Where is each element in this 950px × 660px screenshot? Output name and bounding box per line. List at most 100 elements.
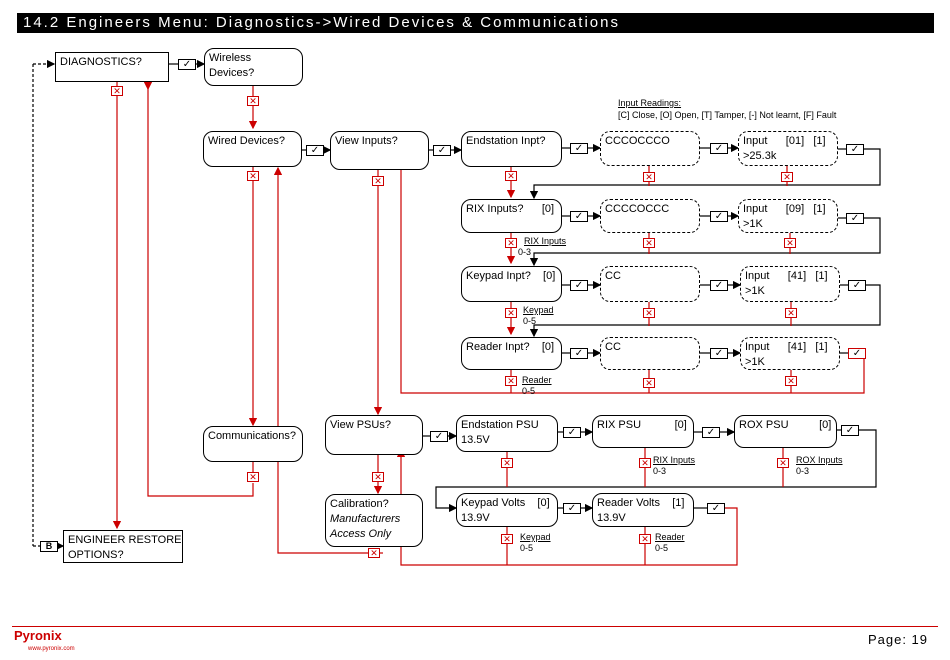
engineer-restore-box[interactable]: ENGINEER RESTORE OPTIONS? [63, 530, 183, 563]
back-button[interactable]: B [40, 541, 58, 552]
reader-inpt-box[interactable]: Reader Inpt? [0] [461, 337, 562, 370]
keypad-psu-label: Keypad [520, 532, 551, 542]
input-detail-rix: Input [09] [1] >1K [738, 199, 838, 233]
tick-icon[interactable]: ✓ [846, 213, 864, 224]
keypad-inpt-box[interactable]: Keypad Inpt? [0] [461, 266, 562, 302]
reader-range-label: Reader 0-5 [522, 375, 552, 397]
reader-range-value: 0-5 [522, 386, 536, 396]
view-inputs-box[interactable]: View Inputs? [330, 131, 429, 170]
input-detail-endstation: Input [01] [1] >25.3k [738, 131, 838, 166]
cross-icon[interactable]: ✕ [777, 458, 789, 468]
input-readings-legend: Input Readings: [C] Close, [O] Open, [T]… [618, 97, 836, 121]
tick-icon[interactable]: ✓ [846, 144, 864, 155]
tick-icon[interactable]: ✓ [306, 145, 324, 156]
cross-icon[interactable]: ✕ [501, 458, 513, 468]
cross-icon[interactable]: ✕ [785, 376, 797, 386]
input-reading-rix: CCCCOCCC [600, 199, 700, 233]
page-number: Page: 19 [867, 632, 928, 647]
wireless-devices-box[interactable]: Wireless Devices? [204, 48, 303, 86]
diagnostics-box[interactable]: DIAGNOSTICS? [55, 52, 169, 82]
reader-label: Reader [522, 375, 552, 385]
communications-box[interactable]: Communications? [203, 426, 303, 462]
tick-icon[interactable]: ✓ [178, 59, 196, 70]
tick-icon[interactable]: ✓ [570, 143, 588, 154]
tick-icon[interactable]: ✓ [430, 431, 448, 442]
rix-inputs-range-label: RIX Inputs 0-3 [518, 236, 567, 258]
tick-icon[interactable]: ✓ [570, 348, 588, 359]
cross-icon[interactable]: ✕ [505, 238, 517, 248]
tick-icon[interactable]: ✓ [563, 503, 581, 514]
reader-psu-range-label: Reader 0-5 [655, 532, 685, 554]
wired-devices-box[interactable]: Wired Devices? [203, 131, 302, 167]
view-psus-box[interactable]: View PSUs? [325, 415, 423, 455]
calibration-note-access: Access Only [330, 528, 392, 540]
keypad-range-value: 0-5 [523, 316, 537, 326]
rix-inputs-box[interactable]: RIX Inputs? [0] [461, 199, 562, 233]
cross-icon[interactable]: ✕ [505, 376, 517, 386]
legend-title: Input Readings: [618, 98, 682, 108]
cross-icon[interactable]: ✕ [372, 176, 384, 186]
reader-volts-box[interactable]: Reader Volts [1] 13.9V [592, 493, 694, 527]
input-reading-endstation: CCCOCCCO [600, 131, 700, 166]
cross-icon[interactable]: ✕ [505, 308, 517, 318]
keypad-volts-box[interactable]: Keypad Volts [0] 13.9V [456, 493, 558, 527]
pyronix-logo: Pyronix [14, 628, 62, 643]
reader-psu-label: Reader [655, 532, 685, 542]
cross-icon[interactable]: ✕ [643, 378, 655, 388]
tick-icon[interactable]: ✓ [710, 143, 728, 154]
cross-icon[interactable]: ✕ [639, 458, 651, 468]
tick-icon[interactable]: ✓ [841, 425, 859, 436]
endstation-inpt-box[interactable]: Endstation Inpt? [461, 131, 562, 167]
cross-icon[interactable]: ✕ [247, 171, 259, 181]
cross-icon[interactable]: ✕ [501, 534, 513, 544]
tick-icon[interactable]: ✓ [433, 145, 451, 156]
tick-icon[interactable]: ✓ [570, 280, 588, 291]
pyronix-url: www.pyronix.com [28, 646, 75, 652]
tick-icon[interactable]: ✓ [702, 427, 720, 438]
cross-icon[interactable]: ✕ [505, 171, 517, 181]
legend-text: [C] Close, [O] Open, [T] Tamper, [-] Not… [618, 110, 837, 120]
rox-psu-range-label: ROX Inputs 0-3 [796, 455, 843, 477]
rox-inputs-label: ROX Inputs [796, 455, 843, 465]
cross-icon[interactable]: ✕ [247, 472, 259, 482]
endstation-psu-box[interactable]: Endstation PSU 13.5V [456, 415, 558, 452]
rox-psu-box[interactable]: ROX PSU [0] [734, 415, 837, 448]
tick-icon[interactable]: ✓ [848, 348, 866, 359]
cross-icon[interactable]: ✕ [784, 238, 796, 248]
input-detail-keypad: Input [41] [1] >1K [740, 266, 840, 302]
keypad-label: Keypad [523, 305, 554, 315]
tick-icon[interactable]: ✓ [710, 348, 728, 359]
page-title: 14.2 Engineers Menu: Diagnostics->Wired … [17, 13, 934, 33]
tick-icon[interactable]: ✓ [707, 503, 725, 514]
cross-icon[interactable]: ✕ [372, 472, 384, 482]
tick-icon[interactable]: ✓ [563, 427, 581, 438]
tick-icon[interactable]: ✓ [710, 211, 728, 222]
cross-icon[interactable]: ✕ [781, 172, 793, 182]
cross-icon[interactable]: ✕ [785, 308, 797, 318]
rix-inputs-label: RIX Inputs [524, 236, 567, 246]
input-detail-reader: Input [41] [1] >1K [740, 337, 840, 370]
tick-icon[interactable]: ✓ [570, 211, 588, 222]
rox-range-value: 0-3 [796, 466, 810, 476]
cross-icon[interactable]: ✕ [111, 86, 123, 96]
calibration-box[interactable]: Calibration? Manufacturers Access Only [325, 494, 423, 547]
calibration-note-manufacturers: Manufacturers [330, 513, 401, 525]
cross-icon[interactable]: ✕ [639, 534, 651, 544]
keypad-range-label: Keypad 0-5 [523, 305, 554, 327]
keypad-psu-range-label: Keypad 0-5 [520, 532, 551, 554]
cross-icon[interactable]: ✕ [643, 308, 655, 318]
rix-inputs-psu-label: RIX Inputs [653, 455, 696, 465]
rix-psu-range-value: 0-3 [653, 466, 667, 476]
cross-icon[interactable]: ✕ [643, 172, 655, 182]
calibration-title: Calibration? [330, 498, 389, 510]
rix-psu-range-label: RIX Inputs 0-3 [653, 455, 695, 477]
tick-icon[interactable]: ✓ [848, 280, 866, 291]
cross-icon[interactable]: ✕ [368, 548, 380, 558]
reader-psu-range-value: 0-5 [655, 543, 669, 553]
tick-icon[interactable]: ✓ [710, 280, 728, 291]
cross-icon[interactable]: ✕ [643, 238, 655, 248]
cross-icon[interactable]: ✕ [247, 96, 259, 106]
rix-psu-box[interactable]: RIX PSU [0] [592, 415, 694, 448]
input-reading-reader: CC [600, 337, 700, 370]
